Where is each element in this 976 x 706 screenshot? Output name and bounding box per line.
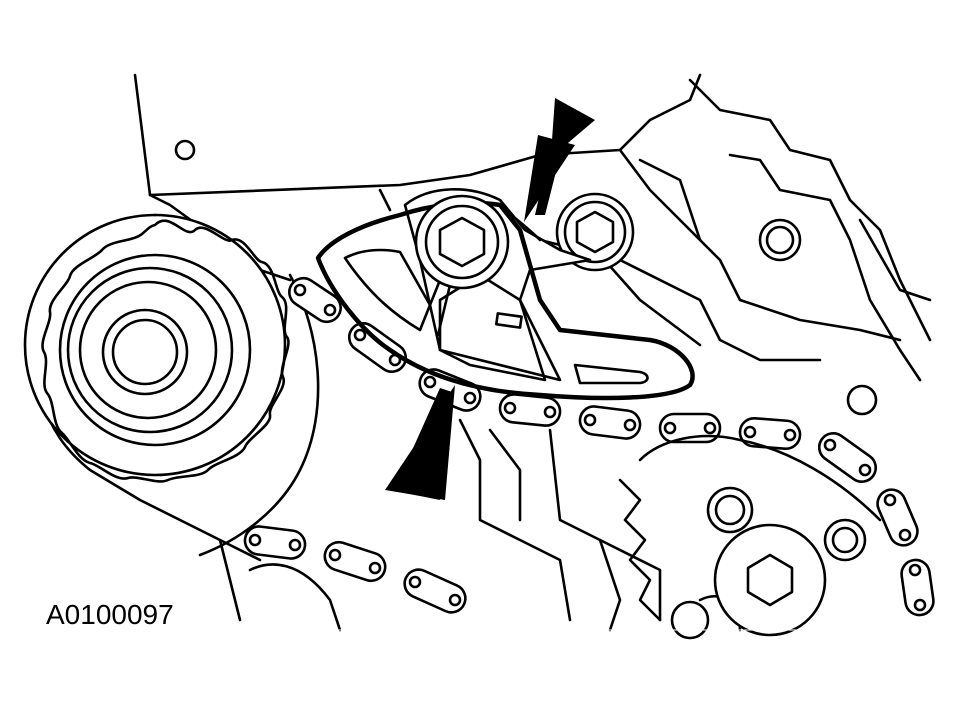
arrow-down-left-icon <box>524 98 595 222</box>
chain-pin <box>543 405 557 419</box>
chain-link <box>817 432 878 483</box>
chain-tensioner-guide <box>315 188 695 401</box>
chain-link <box>578 405 642 440</box>
camshaft-sprocket <box>618 434 882 640</box>
chain-link <box>347 322 408 373</box>
chain-link <box>738 416 802 451</box>
chain-pin <box>908 563 922 577</box>
chain-pin <box>823 438 837 452</box>
chain-pin <box>248 533 262 547</box>
chain-pin <box>883 493 897 507</box>
chain-link <box>900 558 935 617</box>
chain-pin <box>353 328 367 342</box>
tensioner-bolt <box>414 194 510 290</box>
chain-pin <box>408 575 422 589</box>
chain-pin <box>448 593 462 607</box>
chain-pin <box>328 548 342 562</box>
chain-pin <box>293 283 307 297</box>
engine-block-outline <box>35 73 932 632</box>
chain-link <box>323 540 387 583</box>
chain-link <box>403 568 467 614</box>
arrow-up-right-icon <box>385 385 455 500</box>
timing-chain <box>243 276 935 617</box>
chain-pin <box>858 463 872 477</box>
tensioner-pivot-bolt <box>555 192 635 272</box>
chain-pin <box>503 401 517 415</box>
chain-pin <box>288 538 302 552</box>
chain-pin <box>368 561 382 575</box>
chain-pin <box>463 391 477 405</box>
chain-pin <box>898 528 912 542</box>
chain-pin <box>783 428 797 442</box>
chain-pin <box>623 418 637 432</box>
crankshaft-sprocket <box>23 213 290 483</box>
chain-pin <box>703 421 717 435</box>
chain-pin <box>423 375 437 389</box>
chain-link <box>243 525 307 560</box>
chain-pin <box>323 303 337 317</box>
chain-pin <box>583 413 597 427</box>
chain-link <box>288 276 342 324</box>
chain-pin <box>743 425 757 439</box>
figure-id-label: A0100097 <box>42 599 178 631</box>
chain-link <box>876 488 919 547</box>
chain-pin <box>663 421 677 435</box>
chain-pin <box>913 598 927 612</box>
